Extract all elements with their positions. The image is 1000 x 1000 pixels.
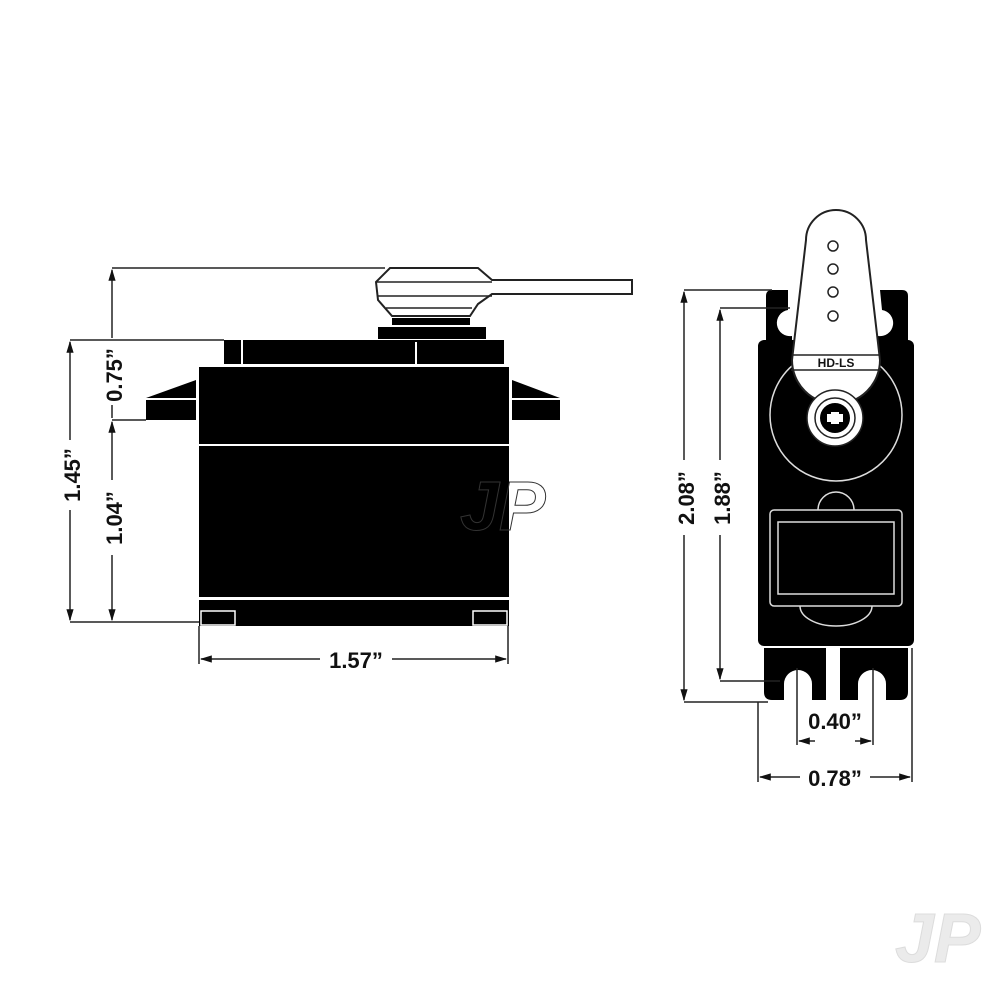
dimension-total-height: 1.45” bbox=[60, 339, 224, 623]
svg-text:JP: JP bbox=[460, 467, 546, 545]
mount-ear-top-left bbox=[766, 290, 792, 340]
mount-tab-left bbox=[146, 380, 196, 398]
dimension-width: 1.57” bbox=[198, 626, 509, 673]
svg-text:0.75”: 0.75” bbox=[102, 348, 127, 402]
mount-tab-right bbox=[512, 380, 560, 398]
svg-text:1.04”: 1.04” bbox=[102, 491, 127, 545]
mount-ear-bottom-right bbox=[834, 648, 908, 700]
dimension-upper-height: 0.75” bbox=[102, 267, 385, 421]
screw-icon bbox=[827, 412, 843, 424]
svg-text:0.40”: 0.40” bbox=[808, 709, 862, 734]
watermark-logo: JP bbox=[895, 899, 981, 977]
dimension-lower-height: 1.04” bbox=[102, 420, 127, 622]
dimension-front-width: 0.78” bbox=[757, 648, 913, 791]
svg-text:1.45”: 1.45” bbox=[60, 448, 85, 502]
servo-top-cap bbox=[224, 340, 504, 364]
side-view: JP 0.75” 1.45” 1.04” 1 bbox=[60, 267, 633, 673]
servo-horn-side bbox=[374, 267, 633, 339]
svg-text:0.78”: 0.78” bbox=[808, 766, 862, 791]
servo-horn-front: HD-LS bbox=[790, 209, 882, 447]
mount-ear-bottom-left bbox=[764, 648, 826, 700]
dimension-front-total-height: 2.08” bbox=[674, 289, 772, 703]
dimension-hole-spacing: 0.40” bbox=[796, 668, 874, 745]
servo-bottom-cap bbox=[199, 600, 509, 626]
svg-text:1.88”: 1.88” bbox=[710, 471, 735, 525]
mount-ear-top-right bbox=[878, 290, 908, 340]
servo-body bbox=[199, 367, 509, 597]
svg-text:2.08”: 2.08” bbox=[674, 471, 699, 525]
front-view: HD-LS 2.08” 1.88” bbox=[674, 209, 914, 791]
dimension-front-mount-height: 1.88” bbox=[710, 307, 790, 682]
svg-text:1.57”: 1.57” bbox=[329, 648, 383, 673]
svg-text:HD-LS: HD-LS bbox=[818, 356, 855, 370]
servo-body-front bbox=[758, 340, 914, 646]
